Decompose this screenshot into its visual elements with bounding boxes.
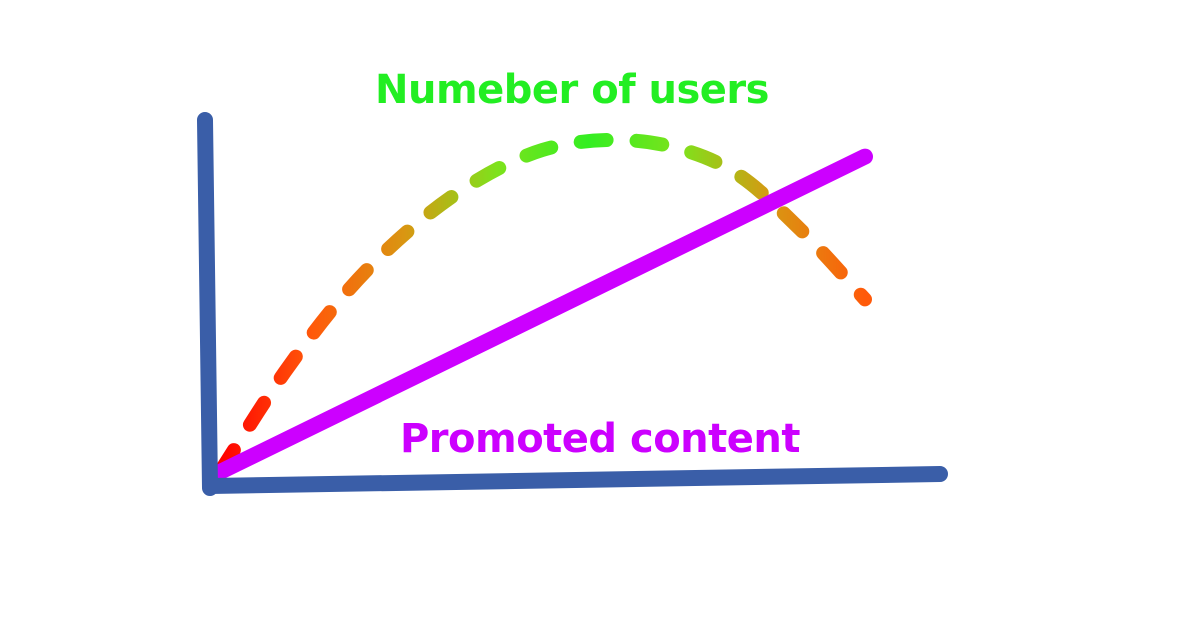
axes xyxy=(197,112,948,496)
series-label-users: Numeber of users xyxy=(375,67,769,113)
y-axis xyxy=(197,112,218,496)
plot-area xyxy=(212,132,873,480)
x-axis xyxy=(202,466,948,494)
series-label-promoted-content: Promoted content xyxy=(400,416,800,462)
series-line-users xyxy=(213,132,872,479)
series-line-promoted-content xyxy=(212,148,873,480)
